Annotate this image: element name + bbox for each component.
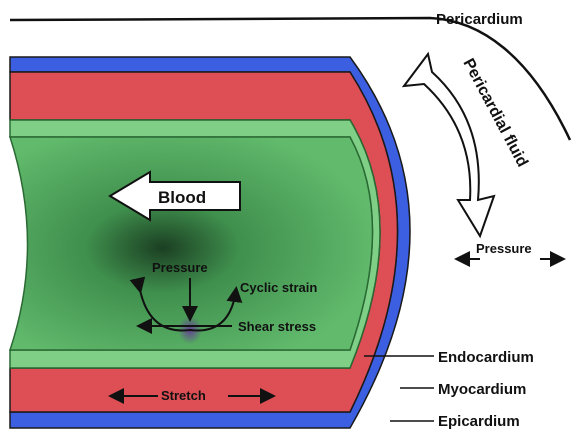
inner-pressure-label: Pressure bbox=[152, 260, 208, 275]
blood-label: Blood bbox=[158, 188, 206, 207]
endocardium-label: Endocardium bbox=[438, 349, 534, 366]
shear-stress-label: Shear stress bbox=[238, 319, 316, 334]
stretch-label: Stretch bbox=[161, 388, 206, 403]
outer-pressure-label: Pressure bbox=[476, 241, 532, 256]
pericardium-label: Pericardium bbox=[436, 11, 523, 28]
cyclic-strain-label: Cyclic strain bbox=[240, 280, 317, 295]
epicardium-label: Epicardium bbox=[438, 413, 520, 430]
myocardium-label: Myocardium bbox=[438, 381, 526, 398]
